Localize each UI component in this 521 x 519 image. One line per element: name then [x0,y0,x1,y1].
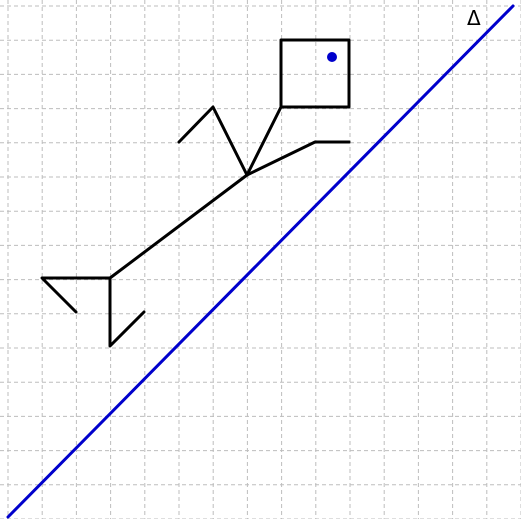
figure [42,40,349,346]
legs-line [110,278,144,346]
neck-line [247,107,281,175]
eye-dot [327,52,337,62]
symmetry-axis [8,6,513,517]
axis-label: Δ [467,6,481,30]
square-head [281,40,349,107]
